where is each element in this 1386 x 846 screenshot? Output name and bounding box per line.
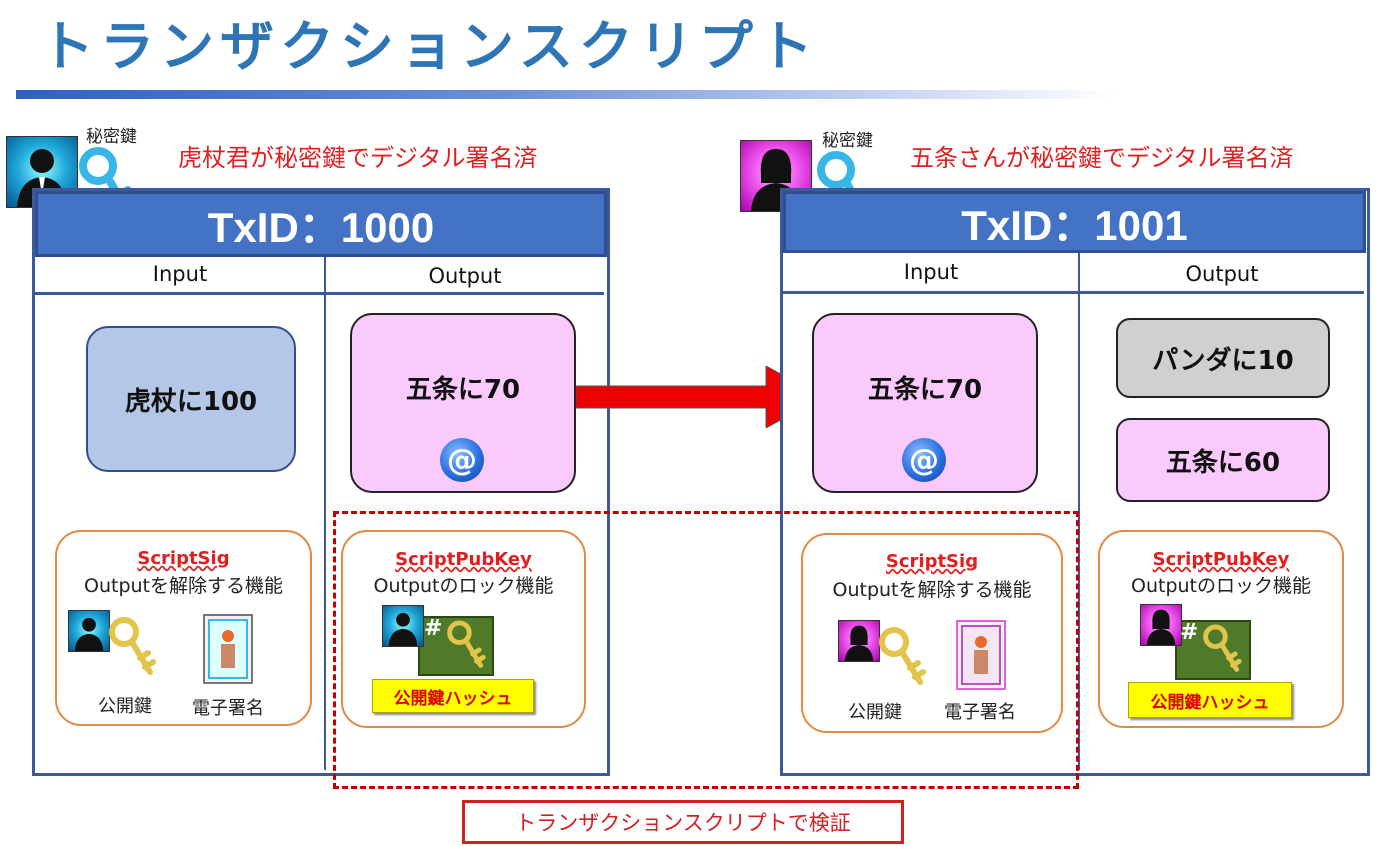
header-divider	[35, 292, 604, 295]
script-pubkey-title: ScriptPubKey	[1152, 549, 1290, 570]
public-key-hash-label: 公開鍵ハッシュ	[1128, 682, 1292, 718]
signature-caption: 電子署名	[944, 702, 1016, 723]
script-sig-title: ScriptSig	[137, 548, 230, 569]
script-pubkey-desc: Outputのロック機能	[373, 575, 554, 597]
column-divider	[1078, 253, 1080, 770]
output-utxo: 五条に70	[350, 313, 576, 493]
page-title: トランザクションスクリプト	[40, 15, 819, 78]
txid-header: TxID：1001	[783, 191, 1366, 253]
man-avatar-icon	[68, 610, 110, 652]
signed-text: 五条さんが秘密鍵でデジタル署名済	[910, 144, 1294, 172]
key-icon	[444, 618, 488, 676]
key-icon	[876, 624, 928, 694]
man-avatar-icon	[382, 605, 424, 647]
script-sig-title: ScriptSig	[885, 551, 979, 572]
script-pubkey-title: ScriptPubKey	[395, 549, 532, 570]
public-key-hash-label: 公開鍵ハッシュ	[372, 679, 534, 713]
script-sig-desc: Outputを解除する機能	[832, 579, 1032, 601]
input-utxo-label: 五条に70	[867, 375, 983, 405]
verify-label: トランザクションスクリプトで検証	[462, 800, 904, 844]
input-column-label: Input	[903, 260, 959, 284]
title-underline	[16, 90, 1116, 99]
output-column-label: Output	[428, 264, 502, 288]
output-column-label: Output	[1185, 262, 1259, 286]
key-icon	[1200, 622, 1244, 680]
at-sign-icon: @	[440, 438, 484, 482]
at-sign-icon: @	[902, 438, 946, 482]
txid-header: TxID：1000	[35, 191, 607, 257]
input-column-label: Input	[152, 262, 208, 286]
secret-key-label: 秘密鍵	[822, 131, 873, 151]
verification-region	[333, 511, 1079, 789]
public-key-caption: 公開鍵	[98, 696, 152, 717]
woman-avatar-icon	[1140, 604, 1182, 646]
signature-caption: 電子署名	[192, 698, 264, 719]
header-divider	[783, 291, 1364, 294]
output-utxo-panda: パンダに10	[1116, 318, 1330, 398]
output-utxo-label: 五条に70	[405, 375, 521, 405]
column-divider	[324, 257, 326, 770]
public-key-caption: 公開鍵	[848, 702, 902, 723]
secret-key-label: 秘密鍵	[86, 127, 137, 147]
hash-icon: #	[1180, 620, 1199, 645]
digital-signature-icon	[203, 614, 253, 684]
digital-signature-icon	[956, 620, 1006, 690]
script-pubkey-desc: Outputのロック機能	[1131, 575, 1311, 597]
output-utxo-gojo: 五条に60	[1116, 418, 1330, 502]
signed-text: 虎杖君が秘密鍵でデジタル署名済	[178, 144, 538, 172]
script-sig-desc: Outputを解除する機能	[84, 575, 283, 597]
input-utxo: 虎杖に100	[86, 326, 296, 472]
hash-icon: #	[424, 616, 443, 641]
key-icon	[106, 614, 158, 684]
